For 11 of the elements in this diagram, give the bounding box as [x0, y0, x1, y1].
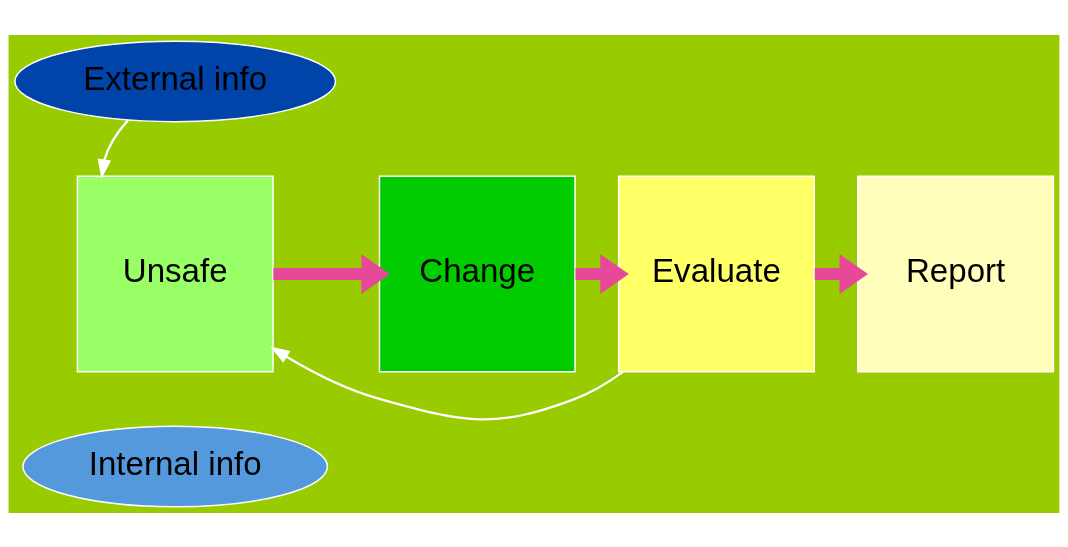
node-box: Change	[378, 174, 576, 373]
arrow	[273, 253, 390, 294]
arrow	[814, 253, 869, 294]
arrow	[270, 346, 624, 420]
node-box: Report	[857, 174, 1055, 373]
node-ellipse: External info	[14, 39, 337, 122]
node-ellipse: Internal info	[22, 425, 329, 508]
arrow	[97, 119, 129, 179]
node-box: Unsafe	[76, 174, 274, 373]
node-box: Evaluate	[617, 174, 815, 373]
arrow	[575, 253, 629, 294]
